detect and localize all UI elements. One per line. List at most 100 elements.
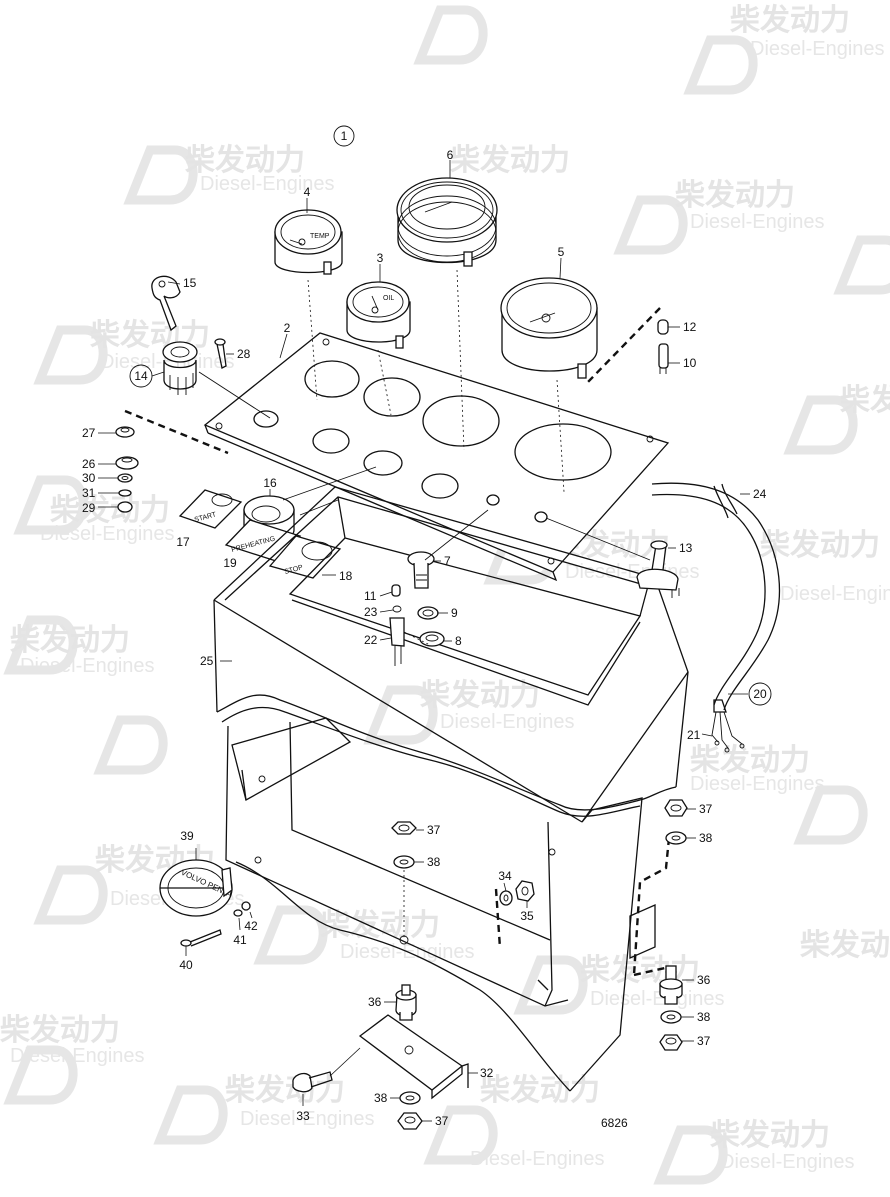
assembly-guide-line: [633, 966, 666, 977]
callout-5: 5: [558, 245, 565, 259]
watermark-en: Diesel-Engines: [200, 173, 335, 195]
watermark-logo-icon: [123, 145, 198, 205]
nut-42: [241, 901, 251, 911]
bulb-11: [391, 584, 401, 597]
watermark-cn: 柴发动力: [690, 743, 810, 778]
callout-42: 42: [244, 919, 258, 933]
callout-28: 28: [237, 347, 251, 361]
grommet-26: [115, 456, 139, 470]
callout-26: 26: [82, 457, 96, 471]
watermark-cn: 柴发动力: [10, 623, 130, 658]
callout-38-lower-right: 38: [697, 1010, 711, 1024]
callout-33: 33: [296, 1109, 310, 1123]
watermark-logo-icon: [33, 325, 108, 385]
watermark-cn: 柴发动力: [420, 678, 540, 713]
callout-37-lower-right: 37: [697, 1034, 711, 1048]
volvo-penta-badge: VOLVO PENTA: [159, 859, 234, 917]
callout-14: 14: [134, 369, 148, 383]
watermark-en: Diesel-Engines: [240, 1108, 375, 1130]
washer-34: [499, 890, 513, 906]
callout-25: 25: [200, 654, 214, 668]
nut-8: [419, 631, 445, 647]
watermark-layer: 柴发动力 Diesel-Engines 柴发动力 Diesel-Engines …: [0, 3, 890, 1185]
watermark-logo-icon: [3, 615, 78, 675]
watermark-cn: 柴发动力: [800, 928, 890, 963]
watermark-logo-icon: [253, 905, 328, 965]
washer-9: [417, 606, 439, 620]
assembly-guide-line: [632, 837, 671, 976]
stop-plate-marking: STOP: [284, 564, 304, 576]
callout-36-bottom: 36: [368, 995, 382, 1009]
large-gauge: [396, 177, 498, 451]
grommet-27: [115, 426, 135, 438]
callout-38-bottom: 38: [374, 1091, 388, 1105]
assembly-guide-line: [124, 409, 229, 455]
watermark-en: Diesel-Engines: [20, 655, 155, 677]
temp-gauge-marking: TEMP: [310, 233, 330, 240]
temperature-gauge: TEMP: [274, 209, 343, 401]
callout-30: 30: [82, 471, 96, 485]
callout-34: 34: [498, 869, 512, 883]
callout-18: 18: [339, 569, 353, 583]
watermark-cn: 柴发动力: [320, 908, 440, 943]
callout-21: 21: [687, 728, 701, 742]
nut-37-centre: [391, 821, 417, 835]
callout-23: 23: [364, 605, 378, 619]
watermark-cn: 柴发动力: [730, 3, 850, 38]
callout-37-bottom: 37: [435, 1114, 449, 1128]
callout-10: 10: [683, 356, 697, 370]
watermark-logo-icon: [613, 195, 688, 255]
leader-lines: [98, 160, 750, 1122]
watermark-cn: 柴发动力: [710, 1118, 830, 1153]
watermark-en: Diesel-Engines: [780, 583, 890, 605]
preheating-plate: PREHEATING: [224, 519, 302, 562]
screw: [214, 338, 227, 369]
callout-27: 27: [82, 426, 96, 440]
callout-37-right: 37: [699, 802, 713, 816]
watermark-en: Diesel-Engines: [750, 38, 885, 60]
watermark-logo-icon: [833, 235, 890, 295]
oil-gauge-marking: OIL: [383, 295, 394, 302]
callout-24: 24: [753, 487, 767, 501]
callout-2: 2: [284, 321, 291, 335]
nut-37-bottom: [397, 1112, 423, 1130]
view-number: 1: [341, 129, 348, 143]
screw-40: [180, 929, 222, 947]
watermark-en: Diesel-Engines: [10, 1045, 145, 1067]
callout-3: 3: [377, 251, 384, 265]
watermark-cn: 柴发动力: [450, 143, 570, 178]
ignition-switch: [162, 341, 271, 419]
ignition-key: [151, 275, 181, 332]
toggle-switch-13: [545, 517, 680, 598]
instrument-panel-plate: [203, 332, 670, 582]
assembly-guide-line: [585, 307, 661, 385]
callout-4: 4: [304, 185, 311, 199]
watermark-logo-icon: [93, 715, 168, 775]
callout-19: 19: [223, 556, 237, 570]
watermark-logo-icon: [653, 1125, 728, 1185]
callout-12: 12: [683, 320, 697, 334]
callout-37-centre: 37: [427, 823, 441, 837]
callout-labels: 4 6 3 5 15 2 12 10 28 14 27 26 30 31 29 …: [82, 148, 772, 1128]
indicator-lamp: [657, 319, 669, 374]
washer-38-centre: [393, 855, 415, 869]
callout-13: 13: [679, 541, 693, 555]
callout-20: 20: [753, 687, 767, 701]
washer-38-bottom: [399, 1091, 421, 1105]
callout-14-badge: 14: [129, 364, 153, 388]
callout-40: 40: [179, 958, 193, 972]
watermark-cn: 柴发动力: [225, 1073, 345, 1108]
callout-22: 22: [364, 633, 378, 647]
callout-6: 6: [447, 148, 454, 162]
wiring-harness: [651, 482, 781, 753]
watermark-en: Diesel-Engines: [690, 211, 825, 233]
watermark-logo-icon: [413, 5, 488, 65]
watermark-en: Diesel-Engines: [40, 523, 175, 545]
callout-39: 39: [180, 829, 194, 843]
callout-11: 11: [364, 589, 377, 603]
callout-9: 9: [451, 606, 458, 620]
rubber-mount-36: [395, 984, 417, 1021]
watermark-en: Diesel-Engines: [470, 1148, 605, 1170]
bolt-33: [292, 1047, 361, 1093]
watermark-logo-icon: [423, 1105, 498, 1165]
